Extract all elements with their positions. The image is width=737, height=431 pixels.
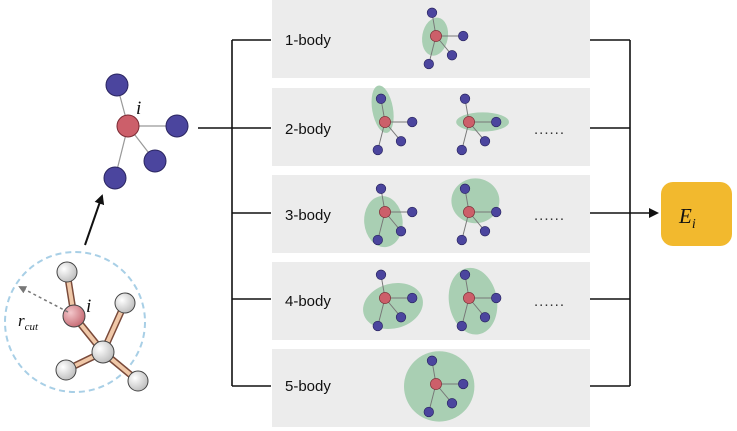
graph-motif [371, 85, 418, 156]
panel-2-body: 2-body ...... [272, 85, 590, 166]
panel-label: 3-body [285, 207, 331, 224]
neighbor-atom [165, 114, 189, 138]
environment-atom [91, 340, 115, 364]
panel-label: 2-body [285, 121, 331, 138]
panel-1-body: 1-body [272, 0, 590, 78]
energy-label: Ei [678, 204, 696, 232]
panel-label: 1-body [285, 32, 331, 49]
panel-4-body: 4-body ...... [272, 262, 590, 340]
neighbor-atom [105, 73, 129, 97]
up-arrow [84, 194, 105, 246]
energy-box [661, 182, 732, 246]
panel-background [272, 262, 590, 340]
environment-atom [56, 261, 78, 283]
panel-label: 5-body [285, 378, 331, 395]
cutoff-radius-arrow [18, 286, 69, 313]
panel-ellipsis: ...... [534, 293, 565, 310]
cutoff-sphere [4, 251, 146, 393]
panel-label: 4-body [285, 293, 331, 310]
cutoff-label: rcut [18, 311, 39, 333]
graph-motif [456, 93, 509, 156]
panel-5-body: 5-body [272, 349, 590, 427]
neighbor-atom [143, 149, 167, 173]
graph-motif [422, 7, 469, 70]
panel-background [272, 175, 590, 253]
graph-motif [363, 269, 423, 332]
graph-motif [448, 267, 502, 335]
environment-atom [127, 370, 149, 392]
center-atom [116, 114, 140, 138]
left-connectors [198, 39, 271, 387]
center-atom-label: i [136, 98, 141, 119]
atomic-environment: rcut i [4, 251, 149, 393]
energy-output: Ei [661, 182, 732, 246]
atom-graph: i [103, 73, 189, 190]
environment-center-label: i [86, 296, 91, 317]
graph-motif [364, 183, 418, 248]
environment-atom [114, 292, 136, 314]
panel-3-body: 3-body ...... [272, 175, 590, 253]
graph-motif [404, 351, 475, 422]
environment-center-atom [62, 304, 86, 328]
graph-motif [451, 178, 502, 246]
environment-atom [55, 359, 77, 381]
neighbor-atom [103, 166, 127, 190]
panel-background [272, 88, 590, 166]
panel-ellipsis: ...... [534, 121, 565, 138]
panel-ellipsis: ...... [534, 207, 565, 224]
